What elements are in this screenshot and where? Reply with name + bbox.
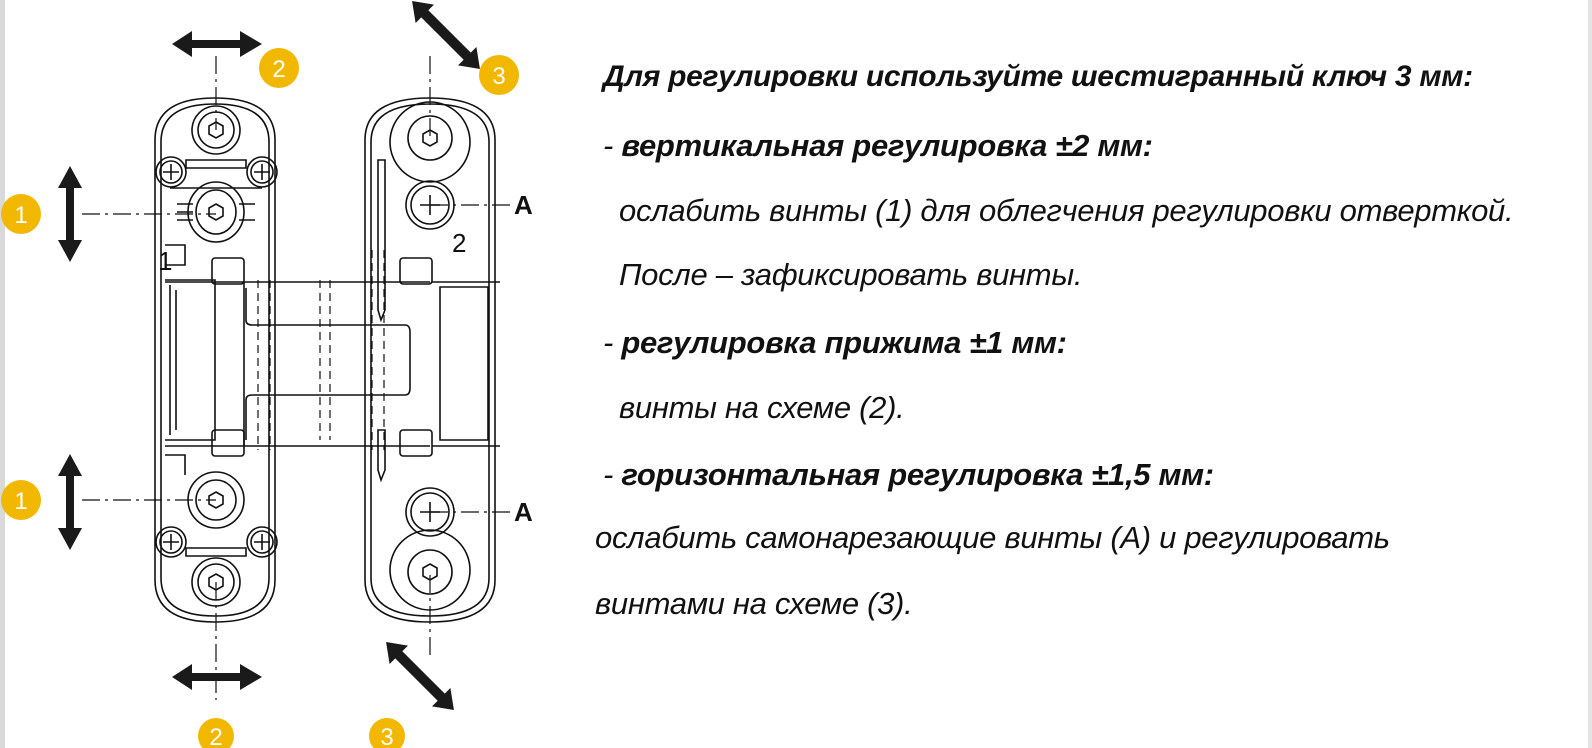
svg-text:3: 3 <box>380 724 393 748</box>
hinge-bridge <box>165 257 500 457</box>
adjustment-arrows <box>58 1 480 710</box>
left-border <box>0 0 5 748</box>
pressure-line-1: винты на схеме (2). <box>619 390 905 425</box>
bullet-dash: - <box>603 128 622 163</box>
screw-label-a-top: A <box>514 190 533 220</box>
horizontal-arrow-icon <box>172 31 262 57</box>
vertical-arrow-icon <box>58 166 82 262</box>
svg-text:2: 2 <box>272 56 285 83</box>
vertical-arrow-icon <box>58 454 82 550</box>
horizontal-heading-text: горизонтальная регулировка ±1,5 мм: <box>621 457 1214 492</box>
horizontal-line-2: винтами на схеме (3). <box>595 586 913 621</box>
hidden-lines <box>257 250 385 450</box>
badge-2-top: 2 <box>259 48 299 88</box>
svg-text:3: 3 <box>492 63 505 90</box>
vertical-line-1: ослабить винты (1) для облегчения регули… <box>619 193 1514 228</box>
hinge-diagram: 1 2 A A 1 1 2 <box>1 1 533 748</box>
pressure-heading: - регулировка прижима ±1 мм: <box>603 325 1067 361</box>
screw-label-a-bottom: A <box>514 497 533 527</box>
badge-1-top: 1 <box>1 194 41 234</box>
part-label-2: 2 <box>452 228 466 258</box>
diagonal-arrow-icon <box>386 642 454 710</box>
horizontal-heading: - горизонтальная регулировка ±1,5 мм: <box>603 457 1214 493</box>
left-hinge-body <box>154 97 278 623</box>
part-label-1: 1 <box>158 246 172 276</box>
badge-3-top: 3 <box>479 55 519 95</box>
horizontal-arrow-icon <box>172 664 262 690</box>
badge-3-bottom: 3 <box>369 718 405 748</box>
svg-text:1: 1 <box>14 488 27 515</box>
svg-text:1: 1 <box>14 202 27 229</box>
pressure-heading-text: регулировка прижима ±1 мм: <box>621 325 1067 360</box>
instructions-title: Для регулировки используйте шестигранный… <box>603 60 1473 93</box>
right-border <box>1588 0 1592 748</box>
badge-2-bottom: 2 <box>198 718 234 748</box>
horizontal-line-1: ослабить самонарезающие винты (А) и регу… <box>595 520 1390 555</box>
vertical-heading: - вертикальная регулировка ±2 мм: <box>603 128 1153 164</box>
vertical-heading-text: вертикальная регулировка ±2 мм: <box>621 128 1153 163</box>
bullet-dash: - <box>603 457 622 492</box>
svg-text:2: 2 <box>209 724 222 748</box>
bullet-dash: - <box>603 325 622 360</box>
badge-1-bottom: 1 <box>1 480 41 520</box>
vertical-line-2: После – зафиксировать винты. <box>619 257 1083 292</box>
diagonal-arrow-icon <box>412 1 480 69</box>
